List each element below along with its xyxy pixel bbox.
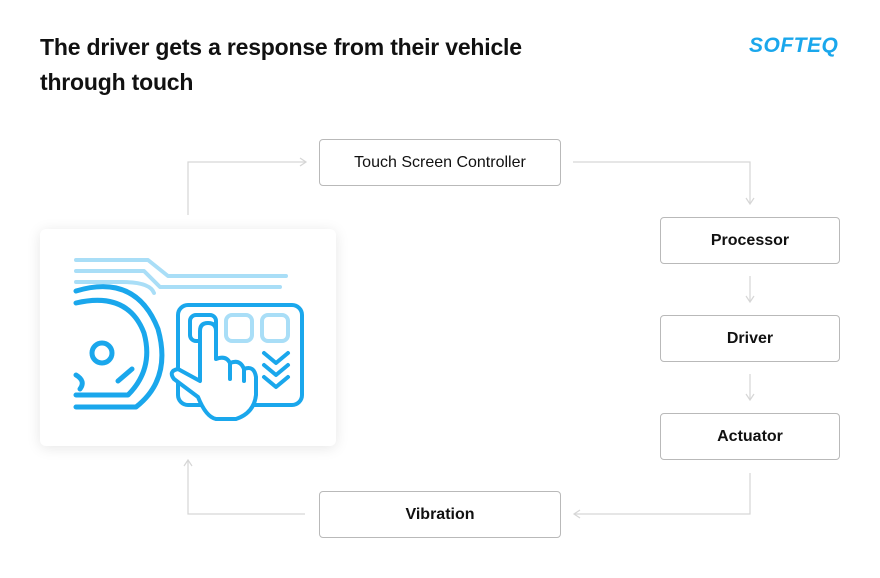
connector-card-to-touch [187,161,305,215]
arrowhead-driver [745,295,755,304]
arrowhead-actuator [745,393,755,402]
arrowhead-processor [745,197,755,206]
driver-node: Driver [660,315,840,362]
touch-screen-controller-node: Touch Screen Controller [319,139,561,186]
vibration-node: Vibration [319,491,561,538]
page-title: The driver gets a response from their ve… [40,30,660,100]
dashboard-illustration-card [40,229,336,446]
processor-node: Processor [660,217,840,264]
actuator-node: Actuator [660,413,840,460]
arrowhead-touch [299,157,308,167]
arrowhead-vibration [572,509,581,519]
title-line-1: The driver gets a response from their ve… [40,34,522,60]
connector-actuator-to-vibration [575,473,751,515]
car-dashboard-touch-icon [73,258,304,421]
softeq-logo: SOFTEQ [749,34,839,57]
connector-vibration-to-card [187,461,305,515]
title-line-2: through touch [40,69,194,95]
connector-touch-to-processor [573,161,751,203]
arrowhead-card [183,458,193,467]
